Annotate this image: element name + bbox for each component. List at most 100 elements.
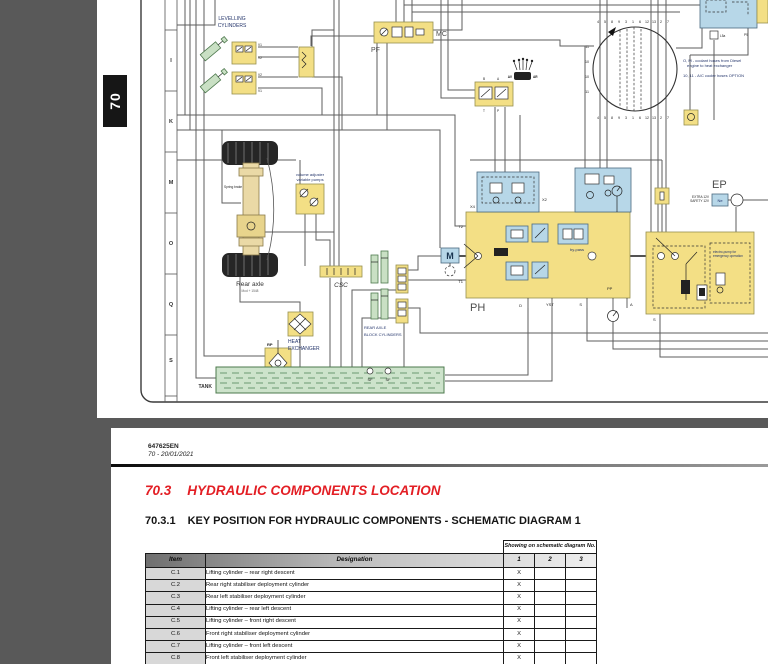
cell-diagram-2 bbox=[534, 591, 566, 605]
cell-diagram-2 bbox=[534, 652, 566, 664]
cell-designation: Lifting cylinder – rear left descent bbox=[205, 603, 504, 617]
cell-item: C.6 bbox=[145, 627, 206, 642]
column-header-1: 1 bbox=[503, 553, 535, 568]
location-page: 647625EN 70 - 20/01/2021 70.3 HYDRAULIC … bbox=[111, 428, 768, 664]
coupling-number: 11 bbox=[585, 90, 589, 94]
coupling-number: 9 bbox=[618, 20, 620, 24]
variable-pump-unit: volume adjuster variable pumps bbox=[295, 172, 325, 215]
coupling-number: 8 bbox=[611, 116, 613, 120]
cell-diagram-3 bbox=[565, 579, 597, 593]
coupling-number: 2 bbox=[660, 20, 662, 24]
coupling-number: 9 bbox=[618, 116, 620, 120]
sf-label: SF bbox=[367, 377, 373, 382]
schematic-notes: O, M - coolant hoses from Diesel engine … bbox=[683, 58, 744, 78]
heat-exchanger: HEAT EXCHANGER bbox=[287, 311, 320, 352]
cell-diagram-2 bbox=[534, 627, 566, 642]
cell-designation: Lifting cylinder – front left descent bbox=[205, 640, 504, 654]
cell-diagram-3 bbox=[565, 652, 597, 664]
hp-note-1: electro-pump for bbox=[713, 250, 737, 254]
cell-item: C.1 bbox=[145, 566, 206, 581]
hydraulic-tank: TANK SF SF bbox=[198, 366, 445, 394]
cell-diagram-3 bbox=[565, 640, 597, 654]
coupling-number: 11 bbox=[585, 45, 589, 49]
note-line: 10, 11 - A/C cooler hoses OPTION bbox=[683, 73, 744, 78]
subsection-number: 70.3.1 bbox=[145, 515, 176, 527]
levelling-cylinders: LEVELLING CYLINDERS V1 bbox=[199, 16, 315, 95]
coupling-number: 8 bbox=[611, 20, 613, 24]
coupling-number: 13 bbox=[652, 20, 656, 24]
levelling-valve bbox=[231, 71, 257, 95]
av-ar-switch: B A T P AV AR bbox=[474, 57, 538, 113]
cell-designation: Front left stabiliser deployment cylinde… bbox=[205, 652, 504, 664]
cell-item: C.2 bbox=[145, 579, 206, 593]
cell-item: C.7 bbox=[145, 640, 206, 654]
x4-label: X4 bbox=[470, 204, 476, 209]
pf-mc-manifold: PF MC bbox=[371, 21, 447, 54]
csc-block: CSC bbox=[319, 265, 363, 289]
s-port-label: S bbox=[579, 302, 582, 307]
key-position-table: Showing on schematic diagram No. Item De… bbox=[145, 540, 597, 664]
fitting-block bbox=[654, 187, 670, 205]
coupling-number: 12 bbox=[645, 20, 649, 24]
chapter-tab-label: 70 bbox=[106, 92, 123, 110]
x2-label: X2 bbox=[542, 197, 548, 202]
heat-exchanger-label-1: HEAT bbox=[288, 339, 301, 345]
csc-label: CSC bbox=[334, 282, 348, 289]
cell-designation: Lifting cylinder – front right descent bbox=[205, 615, 504, 629]
cell-diagram-1: X bbox=[503, 615, 535, 629]
header-rule bbox=[111, 464, 768, 467]
subsection-heading: 70.3.1 KEY POSITION FOR HYDRAULIC COMPON… bbox=[145, 515, 581, 527]
ne-label: Ne bbox=[717, 198, 723, 203]
ruler-letter: K bbox=[169, 119, 173, 125]
coupling-number: 2 bbox=[660, 116, 662, 120]
levelling-label-2: CYLINDERS bbox=[218, 23, 247, 29]
cell-designation: Rear left stabiliser deployment cylinder bbox=[205, 591, 504, 605]
heat-exchanger-label-2: EXCHANGER bbox=[288, 346, 320, 352]
cell-diagram-1: X bbox=[503, 627, 535, 642]
cell-item: C.4 bbox=[145, 603, 206, 617]
rocker-switch-icon bbox=[512, 57, 534, 80]
cell-diagram-1: X bbox=[503, 579, 535, 593]
subsection-title: KEY POSITION FOR HYDRAULIC COMPONENTS - … bbox=[187, 515, 581, 527]
ep-note-2: SAFETY 12V bbox=[690, 199, 710, 203]
ruler-letter: Q bbox=[169, 302, 174, 308]
cell-designation: Rear right stabiliser deployment cylinde… bbox=[205, 579, 504, 593]
cell-diagram-2 bbox=[534, 615, 566, 629]
coupling-number: 10 bbox=[585, 60, 589, 64]
pp-label: PP bbox=[607, 286, 613, 291]
levelling-cylinder-icon bbox=[199, 35, 228, 62]
cell-item: C.5 bbox=[145, 615, 206, 629]
rab-label-2: BLOCK CYLINDERS bbox=[364, 332, 402, 337]
p9-label: P9 bbox=[744, 33, 748, 37]
av-label: AV bbox=[508, 75, 513, 79]
ruler-letter: O bbox=[169, 241, 174, 247]
doc-number: 647625EN bbox=[148, 443, 179, 450]
coupling-number: 12 bbox=[645, 116, 649, 120]
l5a-label: L5a bbox=[720, 34, 726, 38]
doc-revision: 70 - 20/01/2021 bbox=[148, 451, 194, 458]
cell-diagram-3 bbox=[565, 603, 597, 617]
chapter-tab: 70 bbox=[103, 75, 127, 127]
cell-diagram-3 bbox=[565, 591, 597, 605]
hp-note-2: emergency operation bbox=[713, 254, 743, 258]
cell-designation: Lifting cylinder – rear right descent bbox=[205, 566, 504, 581]
coupling-number: 3 bbox=[625, 116, 627, 120]
port-label: A bbox=[497, 77, 500, 81]
levelling-label-1: LEVELLING bbox=[218, 16, 245, 22]
cab-block: L5a P9 bbox=[699, 0, 768, 40]
yst-label: YST bbox=[546, 302, 554, 307]
cell-diagram-2 bbox=[534, 579, 566, 593]
section-number: 70.3 bbox=[145, 483, 172, 498]
cell-diagram-1: X bbox=[503, 652, 535, 664]
coupling-number: 4 bbox=[597, 116, 599, 120]
note-line: engine to heat exchanger bbox=[687, 63, 733, 68]
mc-label: MC bbox=[436, 31, 447, 38]
cell-diagram-3 bbox=[565, 566, 597, 581]
